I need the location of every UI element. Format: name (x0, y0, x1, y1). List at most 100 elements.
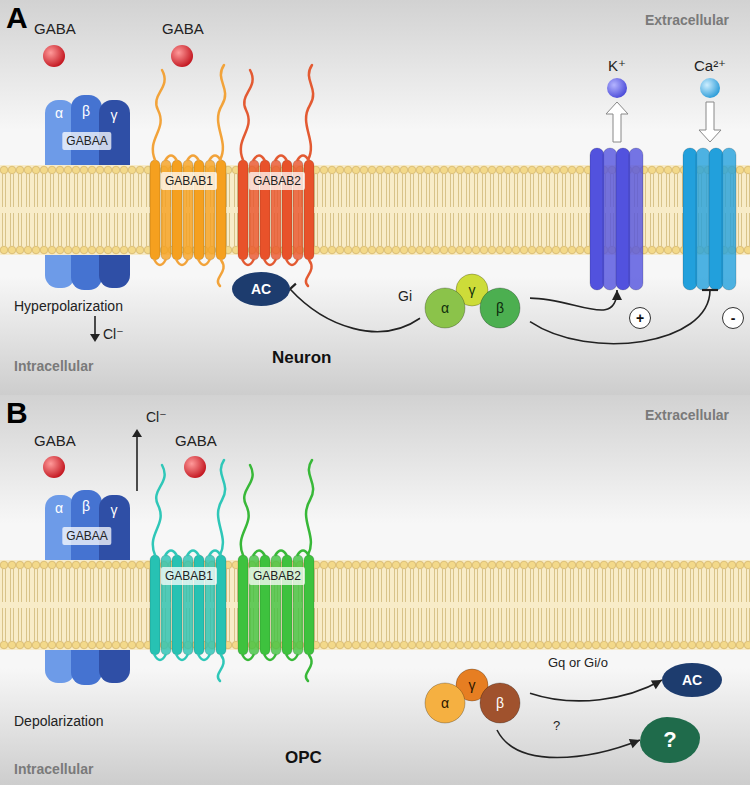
arrowhead (629, 739, 640, 748)
connector-line (530, 290, 710, 344)
panel-a (0, 0, 750, 395)
gabab1-loops (153, 460, 225, 681)
gabab1-helices (150, 555, 226, 655)
gabab2-helices (238, 160, 314, 260)
effect-label: Depolarization (14, 713, 104, 730)
ligand-label: GABA (162, 20, 204, 38)
g-protein-subunit (425, 683, 465, 723)
potassium-channel: K⁺ (590, 148, 644, 290)
adenylyl-cyclase: AC (662, 663, 722, 697)
chloride-arrowhead (132, 429, 142, 437)
effect-label: Hyperpolarization (14, 298, 123, 315)
ca-channel (683, 148, 736, 290)
effect-sign: + (629, 307, 651, 329)
calcium-channel: Ca²⁺ (682, 148, 738, 290)
effect-sign: - (722, 307, 744, 329)
panel-letter: B (6, 395, 28, 431)
edge-label: ? (553, 718, 560, 734)
receptor-name: GABAB1 (161, 567, 217, 585)
membrane (0, 560, 750, 650)
enzyme-label: AC (682, 671, 702, 689)
k-ion (607, 78, 627, 98)
gabab1-loops (153, 65, 225, 286)
g-protein-shape (420, 663, 530, 730)
g-protein-subunit (425, 288, 465, 328)
region-label: Extracellular (645, 12, 729, 29)
sign-label: + (636, 309, 644, 327)
receptor-name: GABAB2 (249, 567, 305, 585)
g-protein-label: Gi (398, 288, 412, 305)
receptor-name: GABAB2 (249, 172, 305, 190)
gabab2-loops (241, 460, 313, 681)
subunit-label: γ (111, 501, 118, 519)
connector (530, 290, 718, 344)
adenylyl-cyclase: AC (232, 272, 290, 306)
connector (497, 730, 640, 758)
connector-line (290, 289, 420, 332)
subunit-label: β (82, 497, 90, 515)
chloride-arrow (136, 436, 138, 491)
gaba-molecule (184, 456, 206, 478)
gabab2-helices (238, 555, 314, 655)
receptor-name: GABAA (62, 527, 111, 545)
sign-label: - (731, 309, 736, 327)
arrowhead (651, 680, 662, 689)
cell-type-label: OPC (285, 748, 322, 768)
subunit-label: γ (111, 106, 118, 124)
g-protein-shape (420, 268, 530, 335)
subunit-label: α (441, 694, 449, 712)
unknown-label: ? (663, 727, 676, 753)
ground (0, 0, 750, 395)
inhibition-bar (702, 289, 718, 291)
edge-label: Gq or Gi/o (548, 655, 608, 671)
cell-type-label: Neuron (272, 348, 332, 368)
ligand-label: GABA (34, 20, 76, 38)
efflux-arrow (606, 102, 628, 142)
region-label: Intracellular (14, 761, 93, 778)
gabaa-receptor: α β γGABAA (45, 495, 130, 555)
region-label: Extracellular (645, 407, 729, 424)
gabab2-receptor: GABAB2 (236, 555, 318, 655)
subunit-label: β (82, 102, 90, 120)
region-label: Intracellular (14, 358, 93, 375)
ion-label: Cl⁻ (103, 326, 124, 343)
influx-arrow (699, 102, 721, 142)
g-protein-subunit (480, 683, 520, 723)
ion-label: Cl⁻ (146, 409, 167, 426)
ligand-label: GABA (34, 432, 76, 450)
subunit-label: α (441, 299, 449, 317)
gabab1-receptor: GABAB1 (148, 160, 230, 260)
subunit-label: α (55, 499, 63, 517)
panel-b (0, 395, 750, 785)
gaba-molecule (43, 45, 65, 67)
panel-letter: A (6, 0, 28, 36)
ca-ion (700, 78, 720, 98)
ion-label: Ca²⁺ (694, 56, 726, 75)
chloride-arrow (94, 316, 96, 335)
chloride-arrowhead (90, 334, 100, 342)
connector (284, 284, 420, 332)
subunit-label: α (55, 104, 63, 122)
arrowhead (612, 290, 622, 300)
subunit-label: γ (469, 676, 476, 694)
g-protein: αγβ (420, 268, 530, 335)
subunit-label: γ (469, 281, 476, 299)
subunit-label: β (496, 694, 504, 712)
gabaa-receptor: α β γGABAA (45, 100, 130, 160)
receptor-name: GABAA (62, 132, 111, 150)
connector-line (530, 680, 662, 701)
ligand-label: GABA (175, 432, 217, 450)
g-protein: α γ β (420, 663, 530, 730)
ion-label: K⁺ (608, 56, 626, 75)
g-protein-subunit (480, 288, 520, 328)
gabab2-loops (241, 65, 313, 286)
gabab1-helices (150, 160, 226, 260)
k-channel (590, 148, 643, 290)
connector (530, 680, 662, 701)
gaba-molecule (43, 456, 65, 478)
receptor-name: GABAB1 (161, 172, 217, 190)
gabab2-receptor: GABAB2 (236, 160, 318, 260)
connector-line (497, 730, 640, 758)
gaba-molecule (171, 45, 193, 67)
